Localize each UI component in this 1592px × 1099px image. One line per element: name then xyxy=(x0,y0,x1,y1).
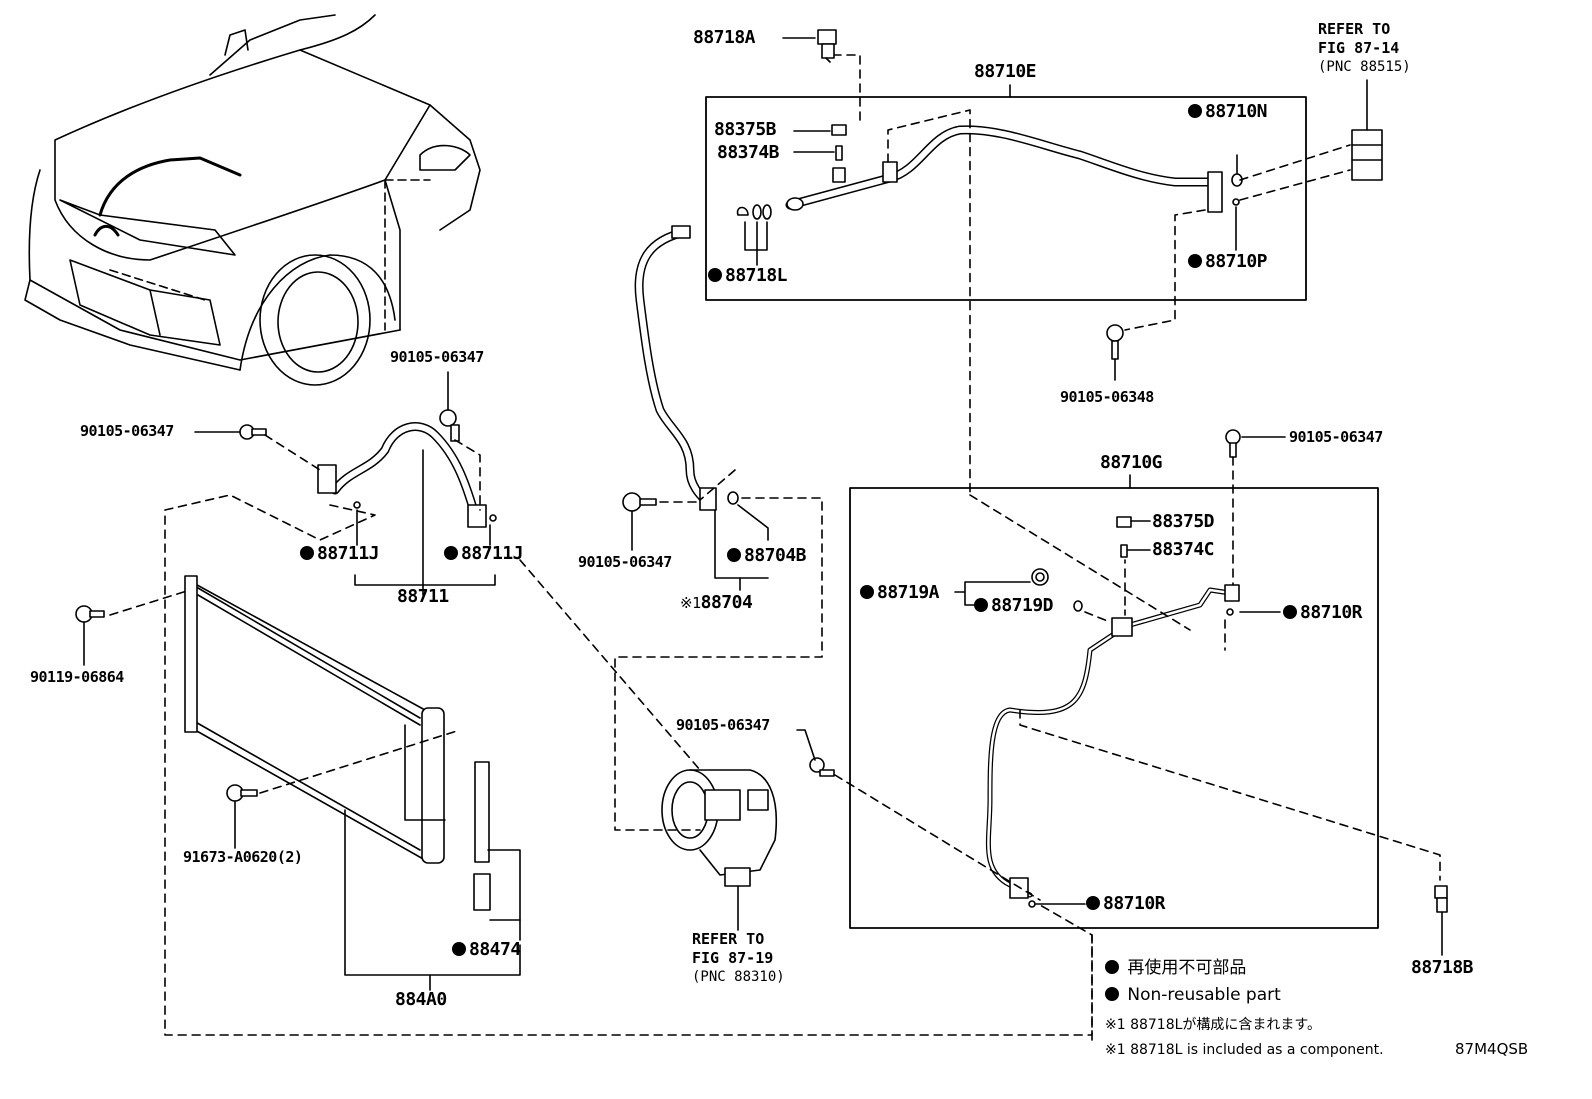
part-label-90105-06347-middle: 90105-06347 xyxy=(578,553,672,571)
hose-88711-drawing xyxy=(317,422,487,528)
part-label-88704B: 88704B xyxy=(727,546,807,566)
bolt-90119-icon xyxy=(75,605,105,623)
bolt-88719A-icon xyxy=(1031,568,1049,586)
non-reusable-dot-icon xyxy=(727,548,741,562)
bolt-90105-06348-icon xyxy=(1106,324,1124,381)
part-label-88711: 88711 xyxy=(397,586,449,607)
part-label-88711J-left: 88711J xyxy=(300,544,380,564)
part-label-90105-06347-right: 90105-06347 xyxy=(1289,428,1383,446)
part-label-88710G: 88710G xyxy=(1100,452,1163,473)
bolt-middle-icon xyxy=(622,492,657,551)
non-reusable-dot-icon xyxy=(974,598,988,612)
part-label-90105-06347-lower: 90105-06347 xyxy=(676,716,770,734)
part-label-90105-06347-top: 90105-06347 xyxy=(390,348,484,366)
bolt-91673-icon xyxy=(226,784,258,802)
part-label-88710P: 88710P xyxy=(1188,252,1268,272)
part-label-90119-06864: 90119-06864 xyxy=(30,668,124,686)
bolt-right-icon xyxy=(1225,429,1241,458)
bolt-left-icon xyxy=(239,424,267,440)
non-reusable-dot-icon xyxy=(300,546,314,560)
part-label-88718L: 88718L xyxy=(708,266,788,286)
part-label-88711J-right: 88711J xyxy=(444,544,524,564)
part-label-88710R-upper: 88710R xyxy=(1283,603,1363,623)
legend-jp-note: ※1 88718Lが構成に含まれます。 xyxy=(1105,1017,1322,1033)
receiver-part-icon xyxy=(1351,79,1383,181)
reference-fig-87-14: REFER TO FIG 87-14 (PNC 88515) xyxy=(1318,20,1411,75)
vehicle-front-illustration xyxy=(24,14,481,386)
part-label-88718A: 88718A xyxy=(693,27,756,48)
non-reusable-dot-icon xyxy=(708,268,722,282)
figure-code: 87M4QSB xyxy=(1455,1040,1529,1058)
part-label-88719D: 88719D xyxy=(974,596,1054,616)
part-label-88710R-lower: 88710R xyxy=(1086,894,1166,914)
compressor-drawing xyxy=(661,769,778,931)
reference-fig-87-19: REFER TO FIG 87-19 (PNC 88310) xyxy=(692,930,785,985)
part-label-88718B: 88718B xyxy=(1411,957,1474,978)
part-label-88704: ※188704 xyxy=(680,592,753,613)
non-reusable-dot-icon xyxy=(1105,960,1119,974)
part-label-88374B: 88374B xyxy=(717,142,780,163)
assembly-box-88710E xyxy=(705,96,1307,301)
legend-jp-nonreusable: 再使用不可部品 xyxy=(1105,958,1246,978)
non-reusable-dot-icon xyxy=(1188,254,1202,268)
part-label-88710E: 88710E xyxy=(974,61,1037,82)
hose-88704-drawing xyxy=(634,225,717,511)
condenser-drawing xyxy=(184,575,491,911)
part-label-91673-A0620: 91673-A0620(2) xyxy=(183,848,303,866)
non-reusable-dot-icon xyxy=(1188,104,1202,118)
tube-88710G-drawing xyxy=(985,584,1240,899)
bolt-top-icon xyxy=(439,409,460,442)
part-label-88374C: 88374C xyxy=(1152,539,1215,560)
part-label-90105-06348: 90105-06348 xyxy=(1060,388,1154,406)
part-label-90105-06347-left: 90105-06347 xyxy=(80,422,174,440)
part-label-88474: 88474 xyxy=(452,940,521,960)
assembly-box-88710G xyxy=(849,487,1379,929)
part-label-88375B: 88375B xyxy=(714,119,777,140)
non-reusable-dot-icon xyxy=(444,546,458,560)
hose-88710E-drawing xyxy=(785,125,1223,213)
legend-en-note: ※1 88718L is included as a component. xyxy=(1105,1042,1384,1058)
legend-en-nonreusable: Non-reusable part xyxy=(1105,985,1281,1005)
part-label-88375D: 88375D xyxy=(1152,511,1215,532)
bolt-lower-middle-icon xyxy=(809,757,835,777)
non-reusable-dot-icon xyxy=(860,585,874,599)
leader-lines-top xyxy=(832,54,1351,496)
non-reusable-dot-icon xyxy=(1105,987,1119,1001)
clip-88718A-icon xyxy=(817,29,837,63)
part-label-88719A: 88719A xyxy=(860,583,940,603)
non-reusable-dot-icon xyxy=(1283,605,1297,619)
clip-88718B-icon xyxy=(1434,885,1448,956)
non-reusable-dot-icon xyxy=(452,942,466,956)
part-label-88710N: 88710N xyxy=(1188,102,1268,122)
part-label-884A0: 884A0 xyxy=(395,989,447,1010)
non-reusable-dot-icon xyxy=(1086,896,1100,910)
